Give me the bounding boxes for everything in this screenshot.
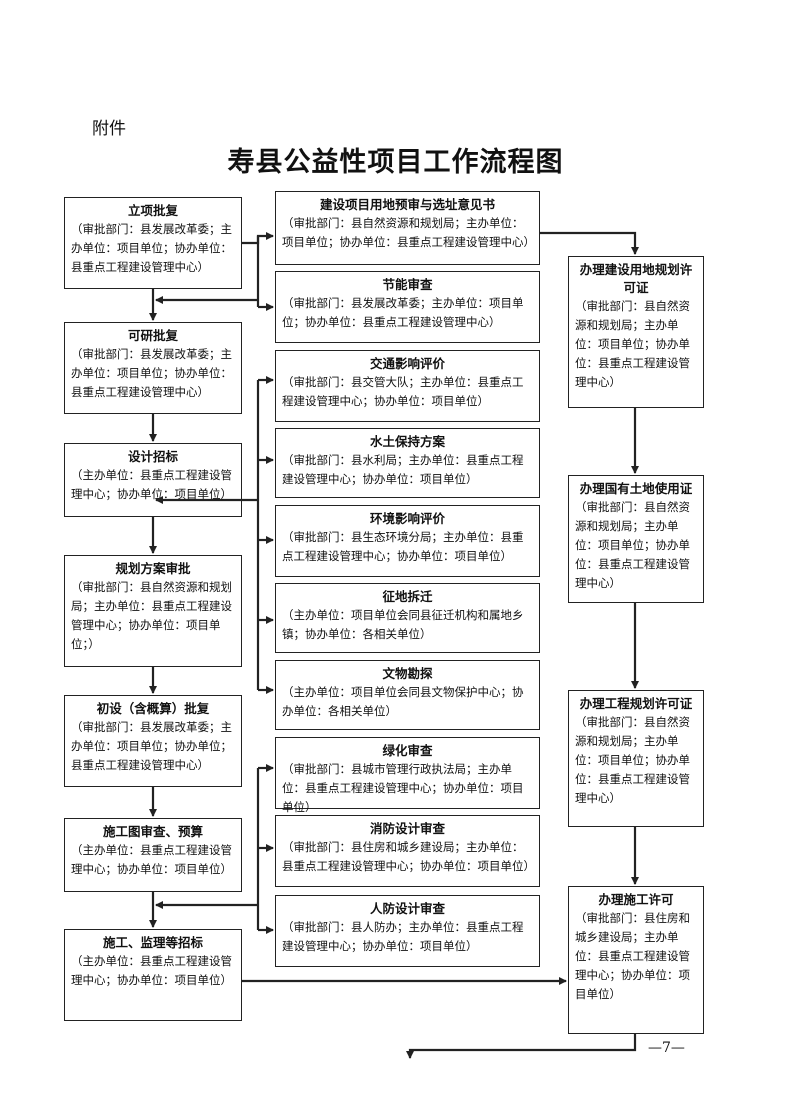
annex-label: 附件 [92, 119, 126, 139]
arrow-pre-review-to-land-permit [540, 231, 639, 255]
node-title: 办理施工许可 [598, 892, 674, 907]
arrow-construction-permit-out [406, 1034, 637, 1059]
node-greening-review: 绿化审查 （审批部门：县城市管理行政执法局；主办单位：县重点工程建设管理中心；协… [275, 737, 540, 814]
node-body: （审批部门：县自然资源和规划局；主办单位：县重点工程建设管理中心；协办单位：项目… [71, 580, 232, 651]
node-traffic-assessment: 交通影响评价 （审批部门：县交管大队；主办单位：县重点工程建设管理中心；协办单位… [275, 350, 540, 422]
node-fire-design-review: 消防设计审查 （审批部门：县住房和城乡建设局；主办单位：县重点工程建设管理中心；… [275, 815, 540, 887]
node-engineering-planning-permit: 办理工程规划许可证 （审批部门：县自然资源和规划局；主办单位：项目单位；协办单位… [568, 690, 704, 827]
node-preliminary-design-approval: 初设（含概算）批复 （审批部门：县发展改革委；主办单位：项目单位；协办单位；县重… [64, 695, 242, 787]
node-body: （审批部门：县自然资源和规划局；主办单位：项目单位；协办单位：县重点工程建设管理… [282, 216, 535, 249]
node-title: 交通影响评价 [369, 356, 445, 371]
node-title: 征地拆迁 [382, 589, 433, 604]
node-body: （主办单位：县重点工程建设管理中心；协办单位：项目单位） [71, 954, 232, 987]
node-feasibility-approval: 可研批复 （审批部门：县发展改革委；主办单位：项目单位；协办单位：县重点工程建设… [64, 322, 242, 414]
node-body: （主办单位：县重点工程建设管理中心；协办单位：项目单位） [71, 843, 232, 876]
node-environmental-assessment: 环境影响评价 （审批部门：县生态环境分局；主办单位：县重点工程建设管理中心；协办… [275, 505, 540, 577]
node-title: 水土保持方案 [369, 434, 445, 449]
node-body: （主办单位：项目单位会同县文物保护中心；协办单位：各相关单位） [282, 685, 524, 718]
node-land-planning-permit: 办理建设用地规划许可证 （审批部门：县自然资源和规划局；主办单位：项目单位；协办… [568, 256, 704, 408]
node-land-use-certificate: 办理国有土地使用证 （审批部门：县自然资源和规划局；主办单位：项目单位；协办单位… [568, 475, 704, 603]
node-body: （审批部门：县交管大队；主办单位：县重点工程建设管理中心；协办单位：项目单位） [282, 375, 524, 408]
node-title: 文物勘探 [382, 666, 433, 681]
node-body: （审批部门：县生态环境分局；主办单位：县重点工程建设管理中心；协办单位：项目单位… [282, 530, 524, 563]
node-title: 设计招标 [127, 449, 178, 464]
node-energy-review: 节能审查 （审批部门：县发展改革委；主办单位：项目单位；协办单位：县重点工程建设… [275, 271, 540, 343]
node-title: 建设项目用地预审与选址意见书 [319, 197, 495, 212]
node-design-tender: 设计招标 （主办单位：县重点工程建设管理中心；协办单位：项目单位） [64, 443, 242, 517]
node-construction-tender: 施工、监理等招标 （主办单位：县重点工程建设管理中心；协办单位：项目单位） [64, 929, 242, 1021]
node-title: 规划方案审批 [115, 561, 191, 576]
node-title: 办理建设用地规划许可证 [579, 262, 693, 295]
node-body: （审批部门：县住房和城乡建设局；主办单位：县重点工程建设管理中心；协办单位：项目… [282, 840, 535, 873]
node-title: 办理国有土地使用证 [579, 481, 693, 496]
node-construction-drawing-review: 施工图审查、预算 （主办单位：县重点工程建设管理中心；协办单位：项目单位） [64, 818, 242, 892]
node-title: 消防设计审查 [369, 821, 445, 836]
node-title: 初设（含概算）批复 [96, 701, 210, 716]
page-title: 寿县公益性项目工作流程图 [227, 147, 564, 178]
node-land-pre-review: 建设项目用地预审与选址意见书 （审批部门：县自然资源和规划局；主办单位：项目单位… [275, 191, 540, 265]
node-body: （审批部门：县人防办；主办单位：县重点工程建设管理中心；协办单位：项目单位） [282, 920, 524, 953]
node-title: 施工图审查、预算 [102, 824, 203, 839]
node-body: （主办单位：县重点工程建设管理中心；协办单位：项目单位） [71, 468, 232, 501]
node-body: （审批部门：县发展改革委；主办单位：项目单位；协办单位：县重点工程建设管理中心） [282, 296, 524, 329]
node-civil-defense-review: 人防设计审查 （审批部门：县人防办；主办单位：县重点工程建设管理中心；协办单位：… [275, 895, 540, 967]
node-soil-water-plan: 水土保持方案 （审批部门：县水利局；主办单位：县重点工程建设管理中心；协办单位：… [275, 428, 540, 498]
node-body: （审批部门：县发展改革委；主办单位：项目单位；协办单位；县重点工程建设管理中心） [71, 720, 232, 772]
node-body: （审批部门：县发展改革委；主办单位：项目单位；协办单位：县重点工程建设管理中心） [71, 222, 232, 274]
node-title: 立项批复 [127, 203, 178, 218]
node-body: （审批部门：县自然资源和规划局；主办单位：项目单位；协办单位：县重点工程建设管理… [575, 715, 690, 805]
node-body: （审批部门：县自然资源和规划局；主办单位：项目单位；协办单位：县重点工程建设管理… [575, 299, 690, 389]
node-title: 可研批复 [127, 328, 178, 343]
node-project-approval: 立项批复 （审批部门：县发展改革委；主办单位：项目单位；协办单位：县重点工程建设… [64, 197, 242, 289]
node-body: （审批部门：县住房和城乡建设局；主办单位：县重点工程建设管理中心；协办单位：项目… [575, 911, 690, 1001]
node-body: （审批部门：县发展改革委；主办单位：项目单位；协办单位：县重点工程建设管理中心） [71, 347, 232, 399]
node-body: （审批部门：县水利局；主办单位：县重点工程建设管理中心；协办单位：项目单位） [282, 453, 524, 486]
node-land-acquisition: 征地拆迁 （主办单位：项目单位会同县征迁机构和属地乡镇；协办单位：各相关单位） [275, 583, 540, 653]
node-construction-permit: 办理施工许可 （审批部门：县住房和城乡建设局；主办单位：县重点工程建设管理中心；… [568, 886, 704, 1034]
node-body: （审批部门：县城市管理行政执法局；主办单位：县重点工程建设管理中心；协办单位：项… [282, 762, 524, 814]
node-body: （审批部门：县自然资源和规划局；主办单位：项目单位；协办单位：县重点工程建设管理… [575, 500, 690, 590]
node-title: 人防设计审查 [369, 901, 445, 916]
node-cultural-relics-survey: 文物勘探 （主办单位：项目单位会同县文物保护中心；协办单位：各相关单位） [275, 660, 540, 730]
node-body: （主办单位：项目单位会同县征迁机构和属地乡镇；协办单位：各相关单位） [282, 608, 524, 641]
page-number: —7— [648, 1040, 685, 1056]
node-title: 办理工程规划许可证 [579, 696, 693, 711]
node-title: 绿化审查 [382, 743, 433, 758]
node-title: 施工、监理等招标 [102, 935, 203, 950]
node-planning-scheme-approval: 规划方案审批 （审批部门：县自然资源和规划局；主办单位：县重点工程建设管理中心；… [64, 555, 242, 667]
node-title: 环境影响评价 [369, 511, 445, 526]
node-title: 节能审查 [382, 277, 433, 292]
